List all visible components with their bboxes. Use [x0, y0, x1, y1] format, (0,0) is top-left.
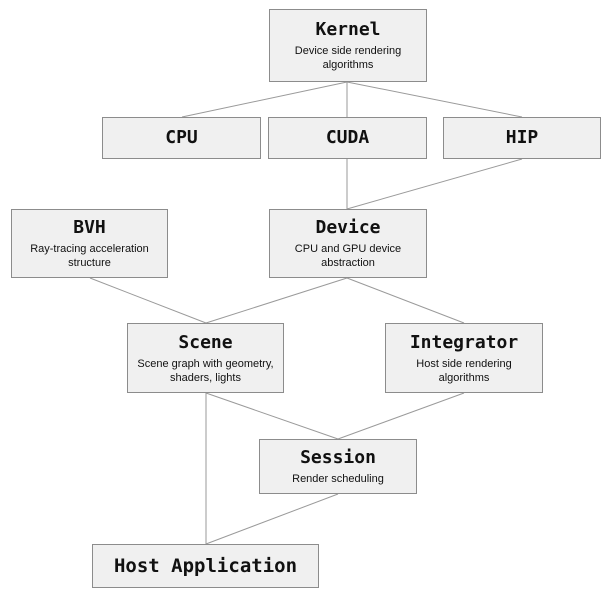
node-cpu-title: CPU — [165, 127, 198, 148]
node-bvh-desc: Ray-tracing acceleration structure — [30, 243, 149, 269]
node-hip-title: HIP — [505, 127, 539, 148]
node-bvh-title: BVH — [73, 217, 106, 238]
node-kernel-title: Kernel — [315, 19, 381, 40]
edge-hip-device — [346, 158, 523, 210]
node-scene: Scene Scene graph with geometry, shaders… — [127, 323, 284, 393]
node-device: Device CPU and GPU device abstraction — [269, 209, 427, 278]
edge-device-integrator — [346, 277, 465, 324]
node-scene-title: Scene — [178, 331, 233, 353]
node-device-desc: CPU and GPU device abstraction — [294, 243, 402, 269]
node-host-application: Host Application — [92, 544, 319, 588]
edge-integrator-session — [337, 392, 465, 440]
node-session: Session Render scheduling — [259, 439, 417, 494]
edge-kernel-hip — [346, 81, 523, 118]
node-cuda: CUDA — [268, 117, 427, 159]
node-cpu: CPU — [102, 117, 261, 159]
node-bvh: BVH Ray-tracing acceleration structure — [11, 209, 168, 278]
edge-device-scene — [205, 277, 348, 324]
node-device-title: Device — [315, 217, 381, 238]
node-integrator: Integrator Host side rendering algorithm… — [385, 323, 543, 393]
node-scene-desc: Scene graph with geometry, shaders, ligh… — [137, 357, 274, 384]
edge-scene-session — [205, 392, 339, 440]
node-session-desc: Render scheduling — [292, 473, 384, 485]
node-integrator-title: Integrator — [409, 331, 519, 353]
node-kernel: Kernel Device side rendering algorithms — [269, 9, 427, 82]
edge-bvh-scene — [89, 277, 207, 324]
node-hip: HIP — [443, 117, 601, 159]
node-host-application-title: Host Application — [113, 555, 298, 577]
node-session-title: Session — [300, 447, 376, 468]
edge-session-host — [205, 493, 339, 545]
node-cuda-title: CUDA — [325, 127, 370, 148]
node-kernel-desc: Device side rendering algorithms — [294, 45, 402, 71]
edge-kernel-cpu — [181, 81, 348, 118]
node-integrator-desc: Host side rendering algorithms — [416, 357, 512, 384]
